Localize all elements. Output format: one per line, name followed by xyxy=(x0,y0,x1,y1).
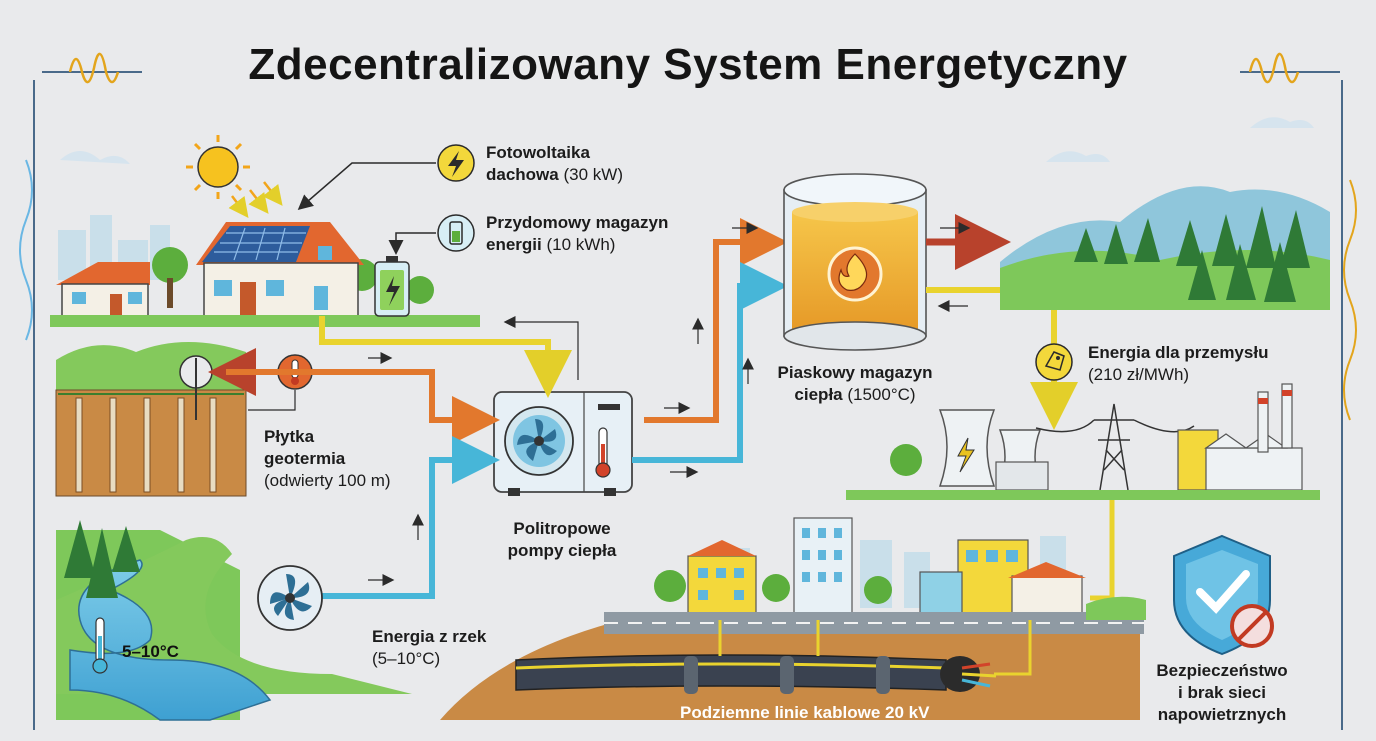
cloud-right xyxy=(1046,151,1110,162)
geo-boreholes xyxy=(75,397,217,493)
geo-label: Płytka geotermia (odwierty 100 m) xyxy=(264,426,391,492)
battery-name2: energii xyxy=(486,235,542,254)
ground-industry xyxy=(846,490,1320,500)
safety-line1: Bezpieczeństwo xyxy=(1156,661,1288,680)
small-house xyxy=(56,262,150,317)
main-house xyxy=(196,222,364,317)
pv-label: Fotowoltaika dachowa (30 kW) xyxy=(486,142,623,186)
geo-probe-icon xyxy=(179,355,213,420)
tag-icon xyxy=(1035,343,1073,381)
geo-hills xyxy=(56,342,246,392)
pv-pointer xyxy=(297,162,436,210)
geo-name2: geotermia xyxy=(264,449,346,468)
tree-industry xyxy=(890,444,922,476)
battery-unit xyxy=(374,256,410,317)
no-sign-icon xyxy=(1230,604,1274,648)
river xyxy=(69,559,272,721)
trees-house xyxy=(152,247,434,308)
factory xyxy=(1177,383,1303,491)
sun-icon xyxy=(186,135,283,218)
pv-name2: dachowa xyxy=(486,165,559,184)
river-name: Energia z rzek xyxy=(372,627,487,646)
heat-pump-thermometer xyxy=(595,427,611,478)
fan-icon xyxy=(504,406,574,476)
sand-name2: ciepła xyxy=(794,385,843,404)
battery-pointer xyxy=(388,232,436,255)
river-temp-label: 5–10°C xyxy=(122,642,179,661)
turbine-icon xyxy=(257,565,323,631)
industry-label: Energia dla przemysłu (210 zł/MWh) xyxy=(1088,342,1268,386)
ground-house xyxy=(50,315,480,327)
sand-label: Piaskowy magazyn ciepła (1500°C) xyxy=(760,362,950,406)
battery-icon xyxy=(437,214,475,252)
safety-label: Bezpieczeństwo i brak sieci napowietrzny… xyxy=(1134,660,1310,726)
battery-label: Przydomowy magazyn energii (10 kWh) xyxy=(486,212,668,256)
battery-name: Przydomowy magazyn xyxy=(486,213,669,232)
return-pointer xyxy=(503,316,579,380)
river-trees xyxy=(64,520,140,598)
underground-cable xyxy=(515,620,1032,694)
bolt-icon xyxy=(437,144,475,182)
heatpump-line2: pompy ciepła xyxy=(507,541,617,560)
river-hills xyxy=(56,537,412,694)
flame-icon xyxy=(827,246,883,302)
river-label: Energia z rzek (5–10°C) xyxy=(372,626,486,670)
cable-label: Podziemne linie kablowe 20 kV xyxy=(680,703,930,722)
pipe-river-to-pump xyxy=(294,436,500,599)
geo-value: (odwierty 100 m) xyxy=(264,471,391,490)
pv-name: Fotowoltaika xyxy=(486,143,590,162)
heatpump-line1: Politropowe xyxy=(513,519,611,538)
geo-name: Płytka xyxy=(264,427,315,446)
decor-wave-side-left xyxy=(19,159,33,341)
sand-value: (1500°C) xyxy=(847,385,916,404)
pipe-geo-to-pump xyxy=(226,369,500,444)
industry-name: Energia dla przemysłu xyxy=(1088,343,1269,362)
battery-value: (10 kWh) xyxy=(546,235,616,254)
geo-soil xyxy=(55,389,247,497)
pv-value: (30 kW) xyxy=(563,165,623,184)
river-thermometer-icon xyxy=(92,617,108,674)
cloud xyxy=(60,151,130,164)
geo-pointer xyxy=(248,390,296,411)
forest-trees xyxy=(1074,206,1310,302)
city-grass-right xyxy=(1086,596,1146,620)
sand-name: Piaskowy magazyn xyxy=(777,363,933,382)
river-value: (5–10°C) xyxy=(372,649,441,668)
pipe-pump-to-sand-cold xyxy=(632,262,788,463)
cloud-right-2 xyxy=(1250,117,1314,128)
pipe-industry-to-city xyxy=(1090,500,1115,601)
page-title: Zdecentralizowany System Energetyczny xyxy=(248,40,1128,89)
city-buildings xyxy=(654,517,1086,619)
decor-wave-side-right xyxy=(1343,179,1357,421)
decor-wave-right xyxy=(1248,52,1300,84)
safety-line2: i brak sieci xyxy=(1178,683,1266,702)
flow-arrows xyxy=(368,222,759,586)
power-plant xyxy=(938,409,1049,491)
decor-wave-left xyxy=(68,52,120,84)
power-pylon xyxy=(1035,403,1195,491)
pipe-pump-to-sand-hot xyxy=(644,218,788,423)
safety-line3: napowietrznych xyxy=(1157,705,1287,724)
industry-value: (210 zł/MWh) xyxy=(1088,365,1190,384)
heatpump-label: Politropowe pompy ciepła xyxy=(484,518,640,562)
pipe-electric-to-pump xyxy=(319,316,572,398)
